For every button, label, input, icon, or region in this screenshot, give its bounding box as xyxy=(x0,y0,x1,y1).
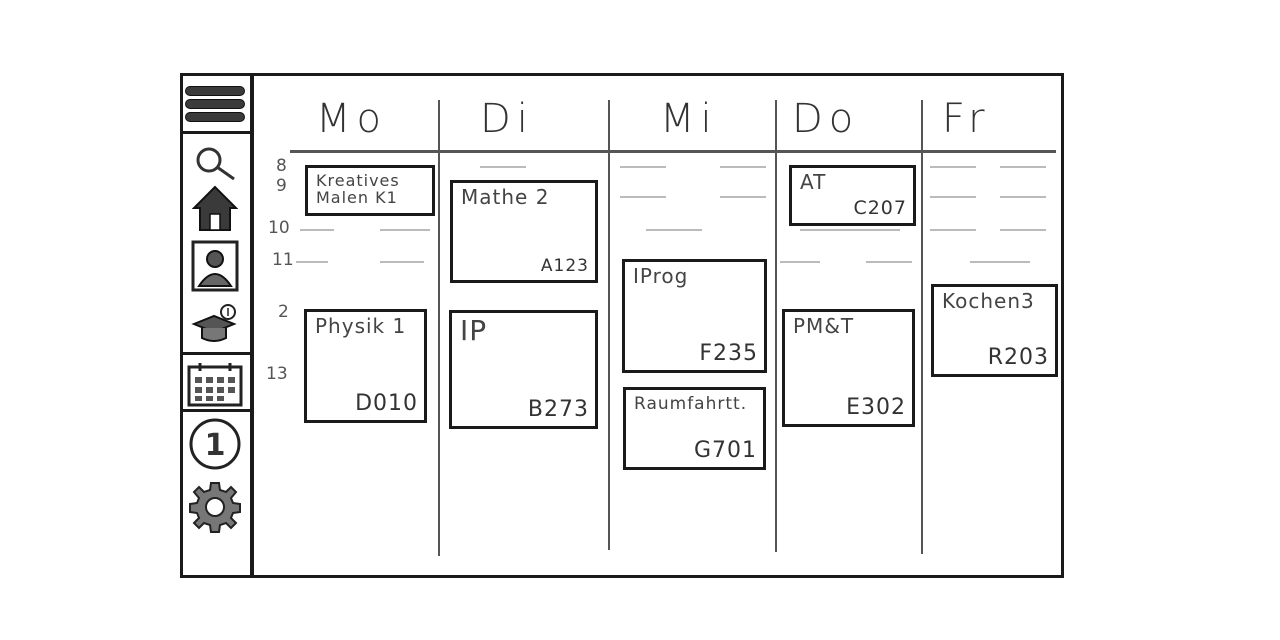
hour-guide xyxy=(780,261,820,263)
notification-count-icon: 1 xyxy=(189,418,241,470)
event-room: R203 xyxy=(987,345,1049,370)
column-divider xyxy=(608,100,610,550)
profile-icon xyxy=(191,240,239,292)
hour-guide xyxy=(930,196,976,198)
hour-label: 2 xyxy=(278,302,289,322)
hour-guide xyxy=(800,229,900,231)
event-iprog[interactable]: IProg F235 xyxy=(622,259,767,373)
event-kreatives-malen[interactable]: Kreatives Malen K1 xyxy=(305,165,435,216)
settings-icon xyxy=(189,482,241,533)
hour-label: 9 xyxy=(276,176,287,196)
settings-button[interactable] xyxy=(180,479,250,535)
home-button[interactable] xyxy=(180,183,250,233)
event-title: IProg xyxy=(633,264,689,288)
event-raumfahrt[interactable]: Raumfahrtt. G701 xyxy=(623,387,766,470)
hour-guide xyxy=(866,261,912,263)
sidebar-divider xyxy=(180,409,250,412)
hour-guide xyxy=(1000,196,1046,198)
hour-label: 10 xyxy=(268,218,290,238)
hour-label: 13 xyxy=(266,364,288,384)
menu-icon xyxy=(185,83,245,125)
event-ip[interactable]: IP B273 xyxy=(449,310,598,429)
hour-guide xyxy=(720,166,766,168)
event-title: Raumfahrtt. xyxy=(634,394,748,414)
column-divider xyxy=(921,100,923,554)
search-icon xyxy=(196,147,235,181)
event-room: A123 xyxy=(540,256,589,276)
home-icon xyxy=(192,185,238,231)
hour-guide xyxy=(620,166,666,168)
hour-guide xyxy=(296,261,328,263)
column-divider xyxy=(775,100,777,552)
search-button[interactable] xyxy=(180,145,250,181)
calendar-button[interactable] xyxy=(180,360,250,408)
calendar-icon xyxy=(187,363,243,407)
event-room: C207 xyxy=(853,197,907,219)
profile-button[interactable] xyxy=(180,239,250,293)
notification-badge: 1 xyxy=(205,428,226,463)
hour-guide xyxy=(930,229,976,231)
day-header-fr: Fr xyxy=(942,96,991,142)
sidebar-divider xyxy=(180,352,250,355)
sidebar: 1 xyxy=(180,73,254,578)
menu-button[interactable] xyxy=(180,79,250,129)
hour-guide xyxy=(646,229,702,231)
header-divider xyxy=(290,150,1056,153)
day-header-di: Di xyxy=(480,96,534,142)
event-room: F235 xyxy=(699,341,758,366)
hour-guide xyxy=(300,229,334,231)
event-title: Physik 1 xyxy=(315,314,407,338)
event-physik-1[interactable]: Physik 1 D010 xyxy=(304,309,427,423)
notifications-button[interactable]: 1 xyxy=(180,417,250,471)
event-room: E302 xyxy=(846,395,906,420)
courses-button[interactable] xyxy=(180,301,250,345)
hour-guide xyxy=(970,261,1030,263)
hour-guide xyxy=(720,196,766,198)
event-title: PM&T xyxy=(793,314,855,338)
event-pmt[interactable]: PM&T E302 xyxy=(782,309,915,427)
event-title: Mathe 2 xyxy=(461,185,550,209)
column-divider xyxy=(438,100,440,556)
hour-label: 11 xyxy=(272,250,294,270)
hour-guide xyxy=(1000,229,1046,231)
event-mathe-2[interactable]: Mathe 2 A123 xyxy=(450,180,598,283)
hour-label: 8 xyxy=(276,156,287,176)
event-title: Kreatives Malen K1 xyxy=(316,171,400,207)
event-room: G701 xyxy=(693,438,757,463)
event-title: Kochen3 xyxy=(942,289,1035,313)
day-header-do: Do xyxy=(792,96,860,142)
event-title: IP xyxy=(460,314,488,347)
sidebar-divider xyxy=(180,131,250,134)
graduation-icon xyxy=(191,304,237,342)
day-header-mi: Mi xyxy=(660,96,718,142)
hour-guide xyxy=(480,166,526,168)
event-at[interactable]: AT C207 xyxy=(789,165,916,226)
hour-guide xyxy=(620,196,666,198)
hour-guide xyxy=(380,261,424,263)
day-header-mo: Mo xyxy=(316,96,387,142)
hour-guide xyxy=(380,229,430,231)
event-title: AT xyxy=(800,170,827,194)
event-room: B273 xyxy=(527,397,589,422)
hour-guide xyxy=(930,166,976,168)
event-room: D010 xyxy=(355,391,418,416)
event-kochen-3[interactable]: Kochen3 R203 xyxy=(931,284,1058,377)
hour-guide xyxy=(1000,166,1046,168)
